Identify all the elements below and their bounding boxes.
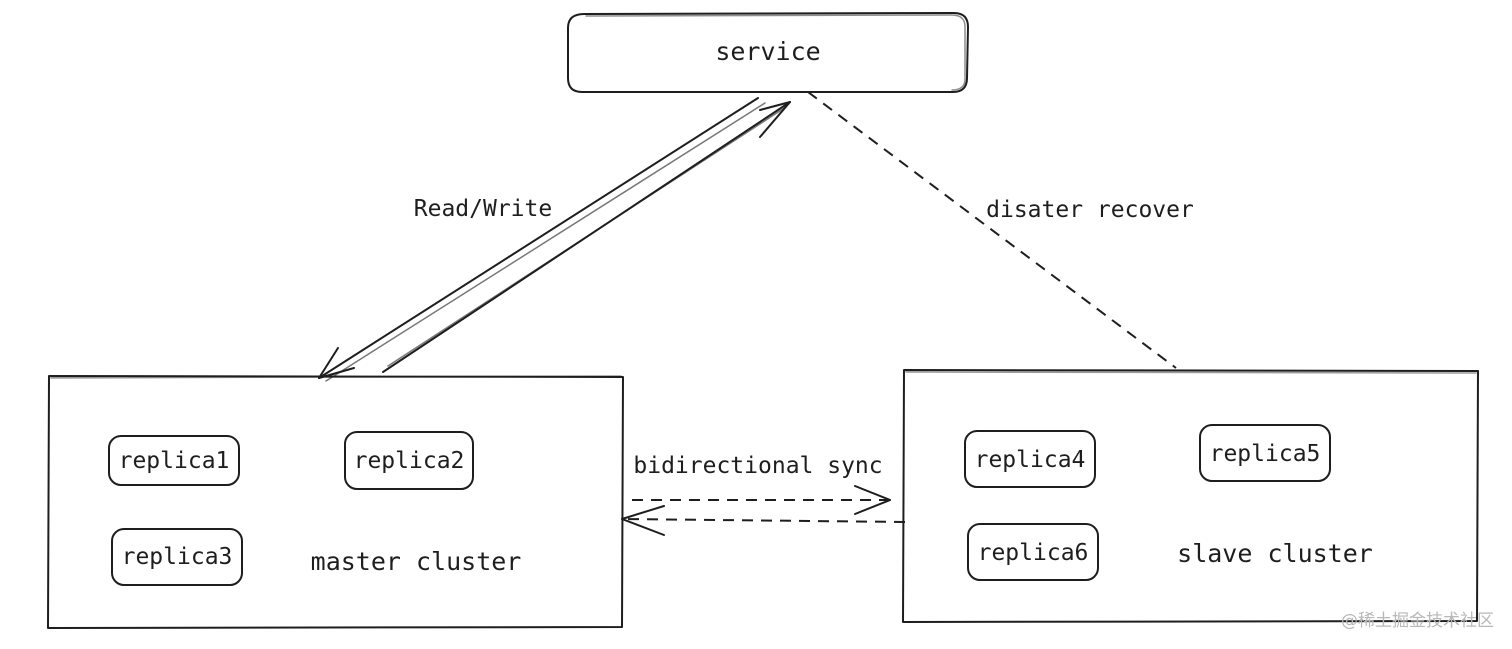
replica3-node: replica3 (111, 528, 243, 586)
replica6-label: replica6 (978, 540, 1089, 566)
disaster-recover-label: disater recover (986, 197, 1194, 223)
replica5-label: replica5 (1210, 441, 1321, 467)
replica1-label: replica1 (119, 448, 230, 474)
bidirectional-sync-label: bidirectional sync (633, 453, 882, 479)
replica4-label: replica4 (975, 447, 1086, 473)
replica3-label: replica3 (122, 544, 233, 570)
replica6-node: replica6 (967, 523, 1099, 581)
replica2-node: replica2 (344, 431, 474, 490)
disaster-recover-edge: disater recover (807, 91, 1194, 369)
master-cluster-label: master cluster (311, 547, 522, 576)
read-write-edge: Read/Write (318, 97, 791, 382)
watermark-text: @稀土掘金技术社区 (1341, 611, 1494, 631)
slave-cluster-node: slave cluster replica4 replica5 replica6 (902, 369, 1479, 623)
bidirectional-sync-edge: bidirectional sync (621, 453, 906, 536)
service-node: service (567, 12, 969, 93)
master-cluster-node: master cluster replica1 replica2 replica… (47, 375, 624, 629)
replica1-node: replica1 (108, 435, 240, 486)
replica2-label: replica2 (354, 448, 465, 474)
service-label: service (715, 37, 820, 66)
replica4-node: replica4 (964, 430, 1096, 488)
slave-cluster-label: slave cluster (1177, 539, 1373, 568)
read-write-label: Read/Write (414, 196, 552, 222)
replica5-node: replica5 (1199, 424, 1331, 482)
